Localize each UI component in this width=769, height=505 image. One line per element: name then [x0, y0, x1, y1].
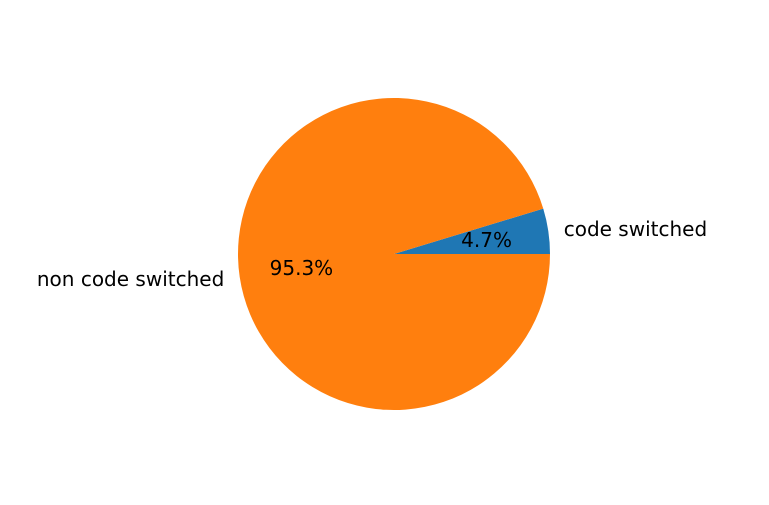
pie-pct-label-0: 4.7%: [461, 228, 512, 252]
labels-layer: 4.7% code switched 95.3% non code switched: [37, 217, 707, 291]
pie-slice-1: [237, 98, 550, 411]
pie-slice-0: [394, 208, 550, 254]
pie-category-label-1: non code switched: [37, 267, 224, 291]
pie-pct-label-1: 95.3%: [270, 256, 334, 280]
pie-category-label-0: code switched: [564, 217, 707, 241]
slices-layer: [237, 98, 550, 411]
